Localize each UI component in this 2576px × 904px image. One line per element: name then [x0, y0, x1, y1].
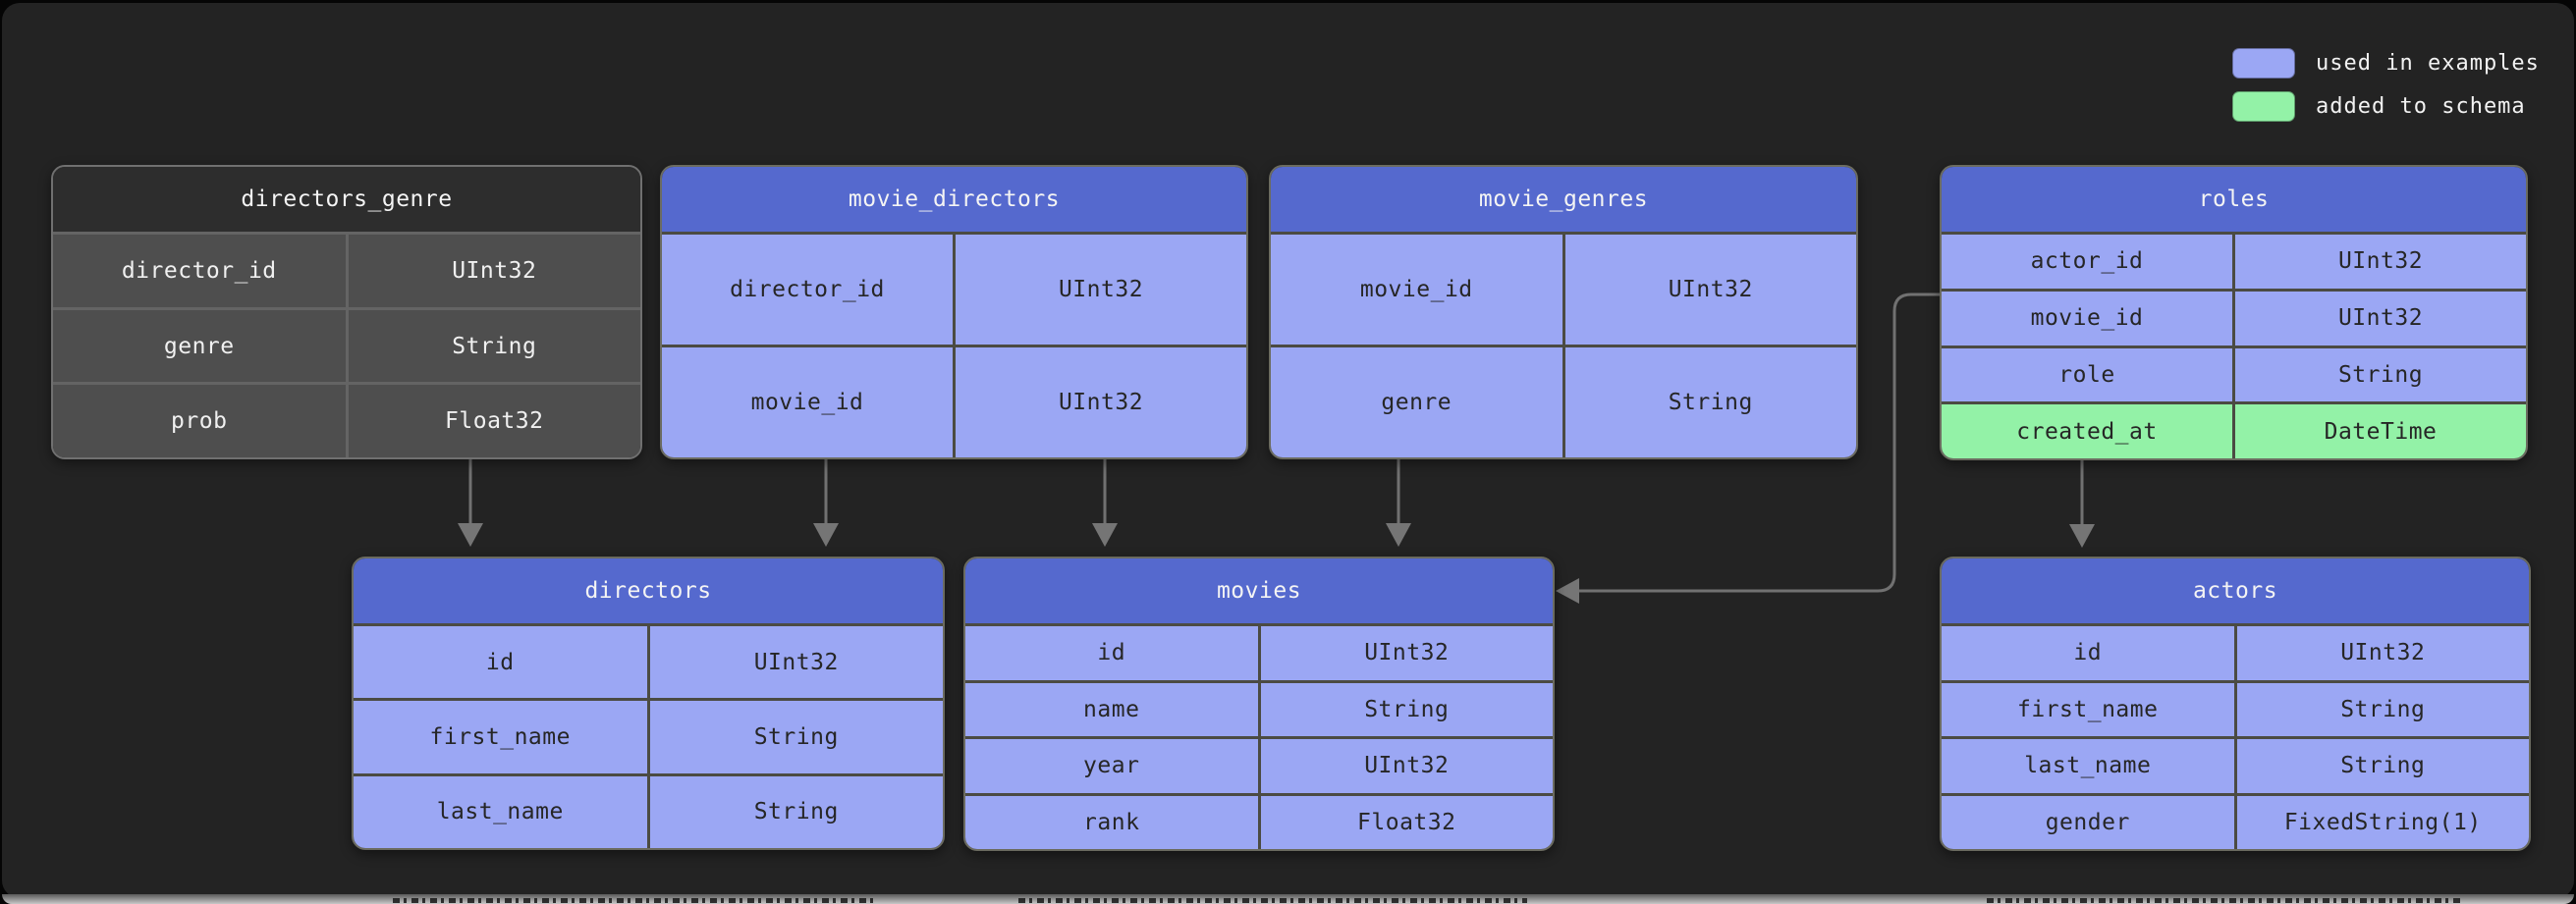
legend-item-added-to-schema: added to schema [2232, 90, 2540, 122]
cropped-text-artifact [1987, 898, 2464, 903]
field-name-cell: id [2073, 640, 2103, 666]
field-type-cell: String [345, 309, 641, 383]
table-row-genre: genre String [1271, 345, 1856, 457]
field-name-cell: role [2058, 361, 2115, 388]
legend-item-used-in-examples: used in examples [2232, 47, 2540, 79]
table-title: roles [1942, 167, 2526, 232]
field-name-cell: year [1083, 753, 1140, 779]
legend: used in examples added to schema [2232, 47, 2540, 122]
table-row-actor_id: actor_id UInt32 [1942, 232, 2526, 289]
field-type-cell: Float32 [1257, 795, 1554, 849]
table-title: directors [354, 558, 943, 623]
legend-swatch-used-in-examples [2232, 47, 2295, 79]
field-name-cell: last_name [2024, 753, 2152, 779]
field-type-cell: UInt32 [2232, 235, 2526, 289]
table-row-name: name String [965, 679, 1554, 736]
table-title: movie_directors [662, 167, 1246, 232]
table-title: actors [1942, 558, 2529, 623]
field-name-cell: first_name [2017, 696, 2159, 722]
field-type-cell: UInt32 [1257, 739, 1554, 793]
legend-swatch-added-to-schema [2232, 90, 2295, 122]
field-type-cell: String [1257, 682, 1554, 736]
table-row-id: id UInt32 [1942, 623, 2529, 680]
table-row-last_name: last_name String [354, 772, 944, 848]
field-name-cell: name [1083, 696, 1140, 722]
field-type-cell: String [1562, 347, 1857, 457]
field-name-cell: actor_id [2030, 248, 2144, 275]
cropped-text-artifact [1018, 898, 1527, 903]
field-type-cell: UInt32 [2232, 291, 2526, 346]
field-type-cell: FixedString(1) [2233, 795, 2530, 849]
field-name-cell: last_name [436, 799, 564, 825]
table-row-rank: rank Float32 [965, 792, 1554, 849]
field-name-cell: id [1097, 640, 1126, 666]
table-row-first_name: first_name String [354, 698, 944, 773]
table-row-gender: gender FixedString(1) [1942, 792, 2530, 849]
field-type-cell: String [2233, 682, 2530, 736]
table-title: movie_genres [1271, 167, 1856, 232]
table-row-director_id: director_id UInt32 [53, 232, 640, 307]
table-title: movies [965, 558, 1553, 623]
table-row-id: id UInt32 [965, 623, 1553, 680]
field-name-cell: genre [1381, 390, 1452, 415]
table-body: movie_id UInt32 genre String [1271, 232, 1856, 457]
table-row-director_id: director_id UInt32 [662, 232, 1246, 345]
table-row-year: year UInt32 [965, 736, 1553, 793]
table-title: directors_genre [53, 167, 640, 232]
field-type-cell: DateTime [2232, 404, 2526, 458]
table-row-created_at: created_at DateTime [1942, 401, 2526, 458]
table-row-movie_id: movie_id UInt32 [1271, 232, 1856, 345]
field-type-cell: String [646, 701, 944, 773]
field-name-cell: movie_id [2030, 305, 2144, 332]
table-row-last_name: last_name String [1942, 736, 2529, 793]
field-name-cell: genre [163, 333, 235, 359]
field-type-cell: UInt32 [345, 235, 641, 307]
field-type-cell: UInt32 [953, 235, 1246, 345]
table-body: director_id UInt32 genre String prob Float32 [53, 232, 640, 457]
field-type-cell: UInt32 [953, 347, 1246, 457]
cropped-text-artifact [393, 898, 876, 903]
table-row-role: role String [1942, 345, 2526, 402]
field-name-cell: id [485, 649, 515, 675]
table-row-prob: prob Float32 [53, 382, 640, 457]
field-type-cell: UInt32 [646, 626, 944, 699]
table-directors_genre: directors_genre director_id UInt32 genre St… [51, 165, 642, 459]
field-type-cell: Float32 [345, 385, 641, 457]
table-row-movie_id: movie_id UInt32 [662, 345, 1246, 457]
field-name-cell: director_id [730, 277, 885, 302]
table-movie_genres: movie_genres movie_id UInt32 genre String [1269, 165, 1858, 459]
field-name-cell: prob [171, 408, 228, 435]
table-row-movie_id: movie_id UInt32 [1942, 288, 2526, 346]
legend-label: used in examples [2316, 50, 2540, 76]
field-name-cell: first_name [429, 723, 571, 750]
table-row-genre: genre String [53, 306, 641, 383]
field-type-cell: UInt32 [1257, 626, 1554, 680]
field-type-cell: String [2233, 739, 2530, 793]
legend-label: added to schema [2316, 93, 2526, 119]
field-name-cell: movie_id [750, 390, 864, 415]
field-name-cell: gender [2045, 809, 2130, 835]
table-row-first_name: first_name String [1942, 679, 2530, 736]
field-type-cell: String [646, 775, 944, 848]
field-name-cell: director_id [121, 257, 277, 284]
field-name-cell: created_at [2016, 418, 2158, 445]
field-type-cell: UInt32 [1562, 235, 1857, 345]
field-type-cell: UInt32 [2233, 626, 2530, 680]
field-name-cell: rank [1083, 809, 1140, 835]
field-type-cell: String [2232, 347, 2526, 402]
table-row-id: id UInt32 [354, 623, 944, 699]
field-name-cell: movie_id [1359, 277, 1473, 302]
